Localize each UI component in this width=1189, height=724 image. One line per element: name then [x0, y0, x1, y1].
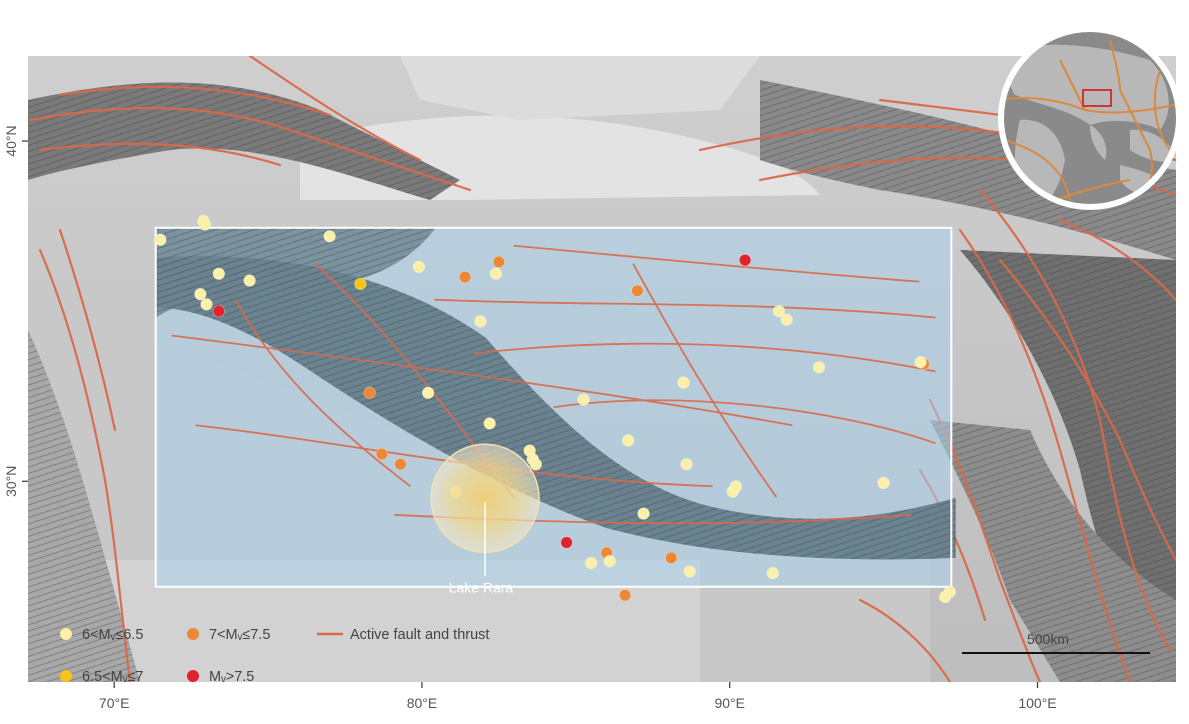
legend-swatch-6-6.5 — [60, 628, 72, 640]
lon-tick-label: 90°E — [714, 695, 745, 711]
earthquake-point — [489, 267, 502, 280]
legend-swatch-6.5-7 — [60, 670, 72, 682]
earthquake-point — [622, 434, 635, 447]
earthquake-point — [422, 386, 435, 399]
earthquake-point — [812, 361, 826, 374]
globe-region-box — [1082, 89, 1112, 107]
earthquake-point — [363, 386, 376, 399]
earthquake-point — [492, 255, 505, 268]
plateau-fault — [434, 298, 936, 319]
earthquake-point — [943, 585, 956, 598]
axes: 70°E 80°E 90°E 100°E 40°N 30°N — [3, 125, 1057, 711]
earthquake-point — [780, 313, 793, 326]
globe-inset — [998, 26, 1182, 210]
earthquake-point — [877, 476, 890, 490]
karakoram-relief-texture — [155, 227, 436, 318]
scale-bar-label: 500km — [1027, 631, 1069, 647]
earthquake-point — [772, 305, 786, 318]
earthquake-point — [212, 305, 225, 318]
earthquake-point — [354, 277, 367, 291]
plateau-fault — [553, 399, 936, 445]
earthquake-point — [618, 589, 632, 602]
earthquake-point — [529, 458, 542, 471]
earthquake-point — [412, 260, 425, 274]
study-area — [154, 226, 956, 588]
plateau-fault — [473, 342, 936, 373]
earthquake-point — [665, 551, 678, 564]
earthquake-point — [637, 507, 650, 520]
lon-tick-label: 70°E — [99, 695, 130, 711]
earthquake-layer — [154, 214, 956, 604]
earthquake-point — [198, 218, 212, 231]
earthquake-point — [323, 230, 336, 243]
plateau-fault — [234, 299, 411, 487]
earthquake-point — [603, 555, 616, 568]
plateau-fault — [195, 424, 713, 488]
legend-label-7-7.5: 7<Mᵥ≤7.5 — [209, 627, 270, 643]
earthquake-point — [914, 356, 927, 369]
earthquake-point — [154, 233, 167, 246]
legend-label-6-6.5: 6<Mᵥ≤6.5 — [82, 627, 143, 643]
himalaya-relief-texture — [155, 256, 956, 560]
legend-label-6.5-7: 6.5<Mᵥ≤7 — [82, 669, 143, 685]
earthquake-point — [394, 458, 407, 471]
earthquake-point — [577, 393, 590, 406]
lake-rara-site: Lake Rara — [430, 443, 540, 595]
earthquake-point — [483, 417, 496, 430]
earthquake-point — [739, 254, 752, 267]
earthquake-point — [766, 567, 779, 580]
lat-tick-label: 30°N — [3, 466, 19, 497]
plateau-fault — [632, 263, 778, 498]
legend-label-above-7.5: Mᵥ>7.5 — [209, 669, 254, 685]
lon-tick-label: 100°E — [1018, 695, 1056, 711]
earthquake-point — [212, 267, 225, 280]
plateau-fault — [171, 334, 793, 427]
legend-label-fault: Active fault and thrust — [350, 627, 489, 643]
earthquake-point — [683, 565, 696, 578]
earthquake-point — [243, 274, 256, 287]
plateau-fault — [513, 244, 920, 283]
scale-bar: 500km — [962, 631, 1150, 654]
earthquake-point — [585, 556, 598, 570]
earthquake-point — [680, 458, 693, 471]
study-area-frame — [154, 226, 953, 588]
legend-swatch-7-7.5 — [187, 628, 199, 640]
earthquake-point — [560, 536, 573, 549]
earthquake-point — [677, 376, 690, 389]
earthquake-point — [474, 315, 487, 328]
lon-tick-label: 80°E — [407, 695, 438, 711]
lake-rara-label: Lake Rara — [449, 579, 514, 595]
legend-swatch-above-7.5 — [187, 670, 199, 682]
plateau-faults — [171, 244, 936, 525]
earthquake-point — [631, 284, 644, 297]
earthquake-point — [375, 447, 389, 461]
earthquake-point — [200, 298, 213, 311]
earthquake-point — [729, 480, 742, 493]
earthquake-point — [458, 271, 472, 284]
earthquake-point — [194, 288, 207, 301]
legend: 6<Mᵥ≤6.5 7<Mᵥ≤7.5 Active fault and thrus… — [60, 627, 489, 685]
lat-tick-label: 40°N — [3, 125, 19, 156]
